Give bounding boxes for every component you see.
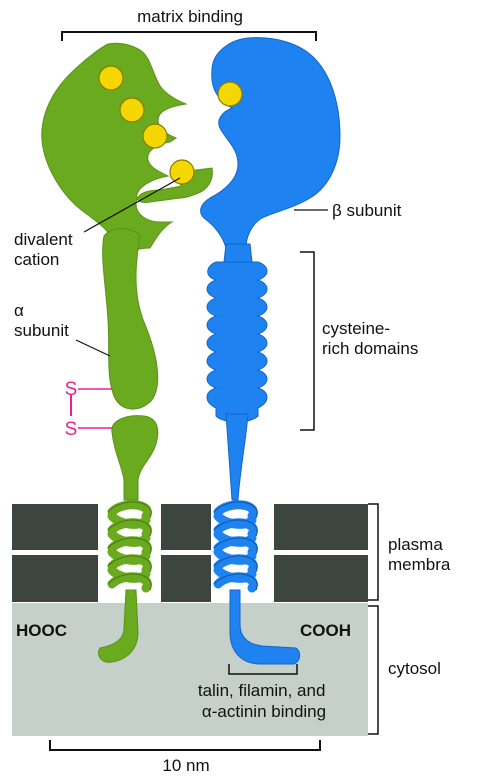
cation [120,98,144,122]
scale-label: 10 nm [162,756,209,775]
plasma-membrane-label: plasma membra [388,535,451,574]
cytosol-label: cytosol [388,659,441,678]
plasma-membrane [12,504,368,602]
hooc-label: HOOC [16,621,67,640]
cysteine-rich-label: cysteine- rich domains [322,319,418,358]
cation [143,124,167,148]
beta-subunit-label: β subunit [332,201,402,220]
disulfide-s-top: S [65,379,78,400]
disulfide-s-bottom: S [65,419,78,440]
cooh-label: COOH [300,621,351,640]
matrix-binding-label: matrix binding [137,7,243,26]
cysteine-bracket [300,252,314,430]
cation [170,160,194,184]
scale-bar [50,740,320,750]
divalent-cation-label: divalent cation [14,230,77,269]
cation [99,66,123,90]
cytosol-bracket [368,606,378,734]
alpha-subunit-label: α subunit [14,301,69,340]
membrane-bracket [368,504,378,600]
cation-beta [218,82,242,106]
